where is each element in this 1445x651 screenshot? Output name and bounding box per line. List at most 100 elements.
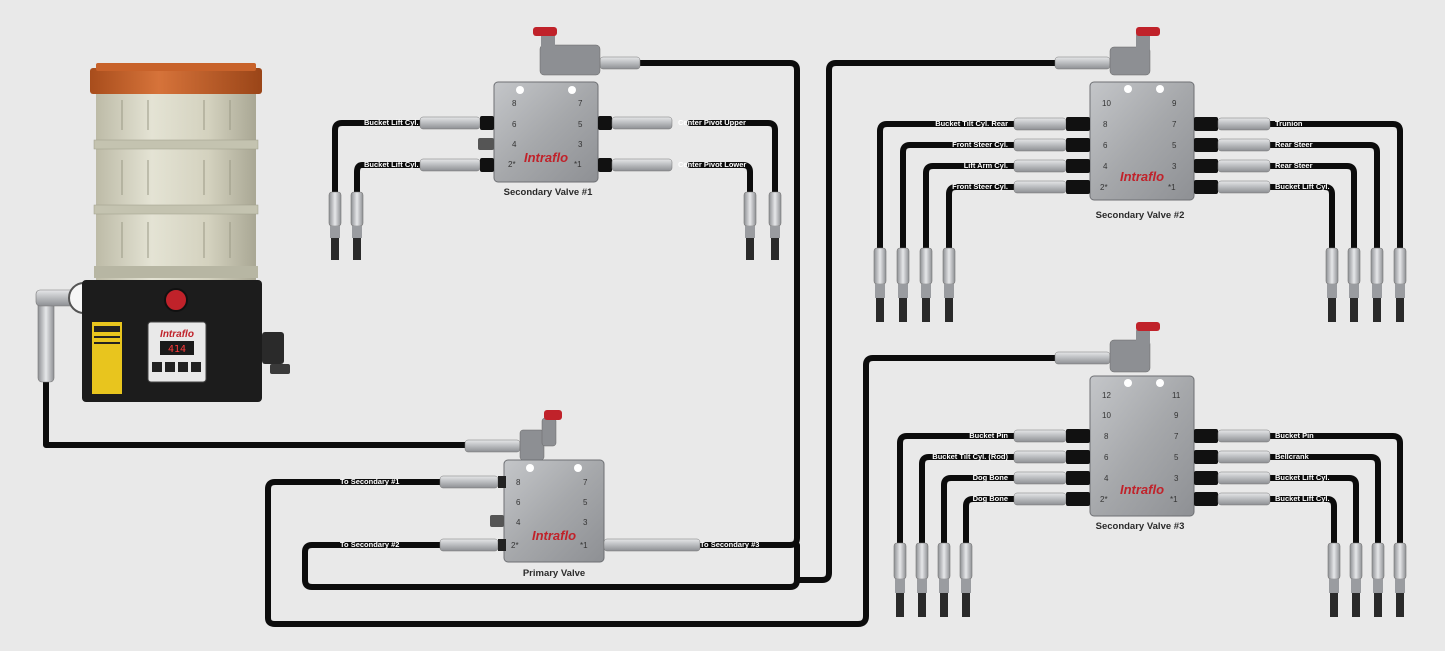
- hose-sv3-right-2: [1247, 454, 1381, 548]
- hose-sv3-right-1: [1247, 433, 1403, 548]
- end-fitting: [915, 542, 929, 617]
- valve-brand: Intraflo: [1120, 482, 1164, 497]
- port-label: *1: [574, 160, 582, 169]
- hose-sv2-left-3: [923, 163, 1053, 253]
- relief-valve-cap: [533, 27, 557, 36]
- primary-valve: Intraflo 8 6 4 2* 7 5 3 *1 To Secondary …: [340, 410, 759, 579]
- port-label: 4: [1104, 474, 1109, 483]
- valve-title: Secondary Valve #3: [1096, 521, 1185, 532]
- port-label: 7: [583, 478, 588, 487]
- pump-red-cap: [164, 288, 188, 312]
- pump-display: [160, 341, 194, 355]
- hose-sv3-left-3: [941, 475, 1053, 548]
- port-label: 5: [578, 120, 583, 129]
- port-label: *1: [1170, 495, 1178, 504]
- pump-motor-connector: [262, 332, 284, 364]
- port-label: 10: [1102, 411, 1111, 420]
- hose-label: Bucket Tilt Cyl. (Rod): [932, 452, 1008, 461]
- secondary-valve-1-body: [493, 81, 599, 183]
- end-fitting: [328, 191, 342, 260]
- hose-end-fittings: [328, 191, 1407, 617]
- valve-brand: Intraflo: [1120, 169, 1164, 184]
- hose-label: Rear Steer: [1275, 161, 1313, 170]
- hose-label: Trunion: [1275, 119, 1303, 128]
- hose-sv3-right-4: [1247, 496, 1337, 548]
- grease-reservoir: [96, 92, 256, 280]
- hose-label: Bucket Lift Cyl.: [1275, 182, 1330, 191]
- hose-sv2-right-3: [1247, 163, 1357, 253]
- hose-sv2-right-4: [1247, 184, 1335, 253]
- hose-sv1-left-2: [354, 162, 423, 198]
- hose-primary-left-loop: [302, 542, 801, 590]
- port-label: 8: [1104, 432, 1109, 441]
- end-fitting: [942, 247, 956, 322]
- end-fitting: [350, 191, 364, 260]
- pump-button[interactable]: [152, 362, 162, 372]
- hose-label: Lift Arm Cyl.: [964, 161, 1008, 170]
- port-label: 5: [1172, 141, 1177, 150]
- hose-primary-to-secondary-1: [607, 60, 800, 548]
- hose-label: Center Pivot Lower: [678, 160, 746, 169]
- hose-sv1-right-2: [687, 162, 753, 198]
- end-fitting: [893, 542, 907, 617]
- port-label: 2*: [508, 160, 516, 169]
- end-fitting: [1393, 542, 1407, 617]
- pump-button[interactable]: [178, 362, 188, 372]
- hose-sv2-left-1: [877, 121, 1053, 253]
- end-fitting: [896, 247, 910, 322]
- port-label: 2*: [1100, 183, 1108, 192]
- port-label: 2*: [1100, 495, 1108, 504]
- port-label: 8: [1103, 120, 1108, 129]
- port-label: 11: [1172, 391, 1181, 400]
- port-label: 2*: [511, 541, 519, 550]
- hose-label: Bellcrank: [1275, 452, 1310, 461]
- hose-label: Front Steer Cyl.: [952, 140, 1008, 149]
- primary-valve-body: [503, 459, 605, 563]
- valve-title: Primary Valve: [523, 568, 585, 579]
- pump-button[interactable]: [165, 362, 175, 372]
- end-fitting: [1349, 542, 1363, 617]
- hose-label: Center Pivot Upper: [678, 118, 746, 127]
- port-label: 3: [578, 140, 583, 149]
- port-label: 9: [1174, 411, 1179, 420]
- end-fitting: [743, 191, 757, 260]
- port-label: 4: [512, 140, 517, 149]
- hose-label: Bucket Lift Cyl.: [1275, 494, 1330, 503]
- relief-valve-cap: [1136, 27, 1160, 36]
- end-fitting: [1371, 542, 1385, 617]
- pump-display-value: 414: [168, 344, 186, 355]
- valve-title: Secondary Valve #1: [504, 187, 593, 198]
- port-label: 7: [578, 99, 583, 108]
- secondary-valve-3: Intraflo 12 10 8 6 4 2* 11 9 7 5 3 *1 Bu…: [932, 322, 1330, 532]
- port-label: *1: [580, 541, 588, 550]
- hose-label: Bucket Pin: [1275, 431, 1314, 440]
- hose-sv2-right-2: [1247, 142, 1380, 253]
- port-label: 6: [1103, 141, 1108, 150]
- port-label: 8: [512, 99, 517, 108]
- hose-network: [43, 60, 1403, 627]
- hose-sv2-left-4: [946, 184, 1053, 253]
- hose-label: Dog Bone: [973, 473, 1008, 482]
- pump-button[interactable]: [191, 362, 201, 372]
- end-fitting: [873, 247, 887, 322]
- end-fitting: [1325, 247, 1339, 322]
- hose-label: To Secondary #3: [700, 540, 759, 549]
- inlet-elbow: [1109, 339, 1151, 373]
- port-label: 9: [1172, 99, 1177, 108]
- port-label: 12: [1102, 391, 1111, 400]
- end-fitting: [1370, 247, 1384, 322]
- port-label: 8: [516, 478, 521, 487]
- hose-label: Front Steer Cyl.: [952, 182, 1008, 191]
- port-label: 5: [583, 498, 588, 507]
- warning-label: [92, 322, 122, 394]
- port-label: 3: [583, 518, 588, 527]
- inlet-elbow: [519, 429, 545, 461]
- port-label: 5: [1174, 453, 1179, 462]
- port-label: 3: [1172, 162, 1177, 171]
- end-fitting: [1327, 542, 1341, 617]
- hose-sv3-left-2: [919, 454, 1053, 548]
- hose-sv1-right-1: [687, 120, 778, 198]
- grease-pump: Intraflo 414: [35, 63, 290, 402]
